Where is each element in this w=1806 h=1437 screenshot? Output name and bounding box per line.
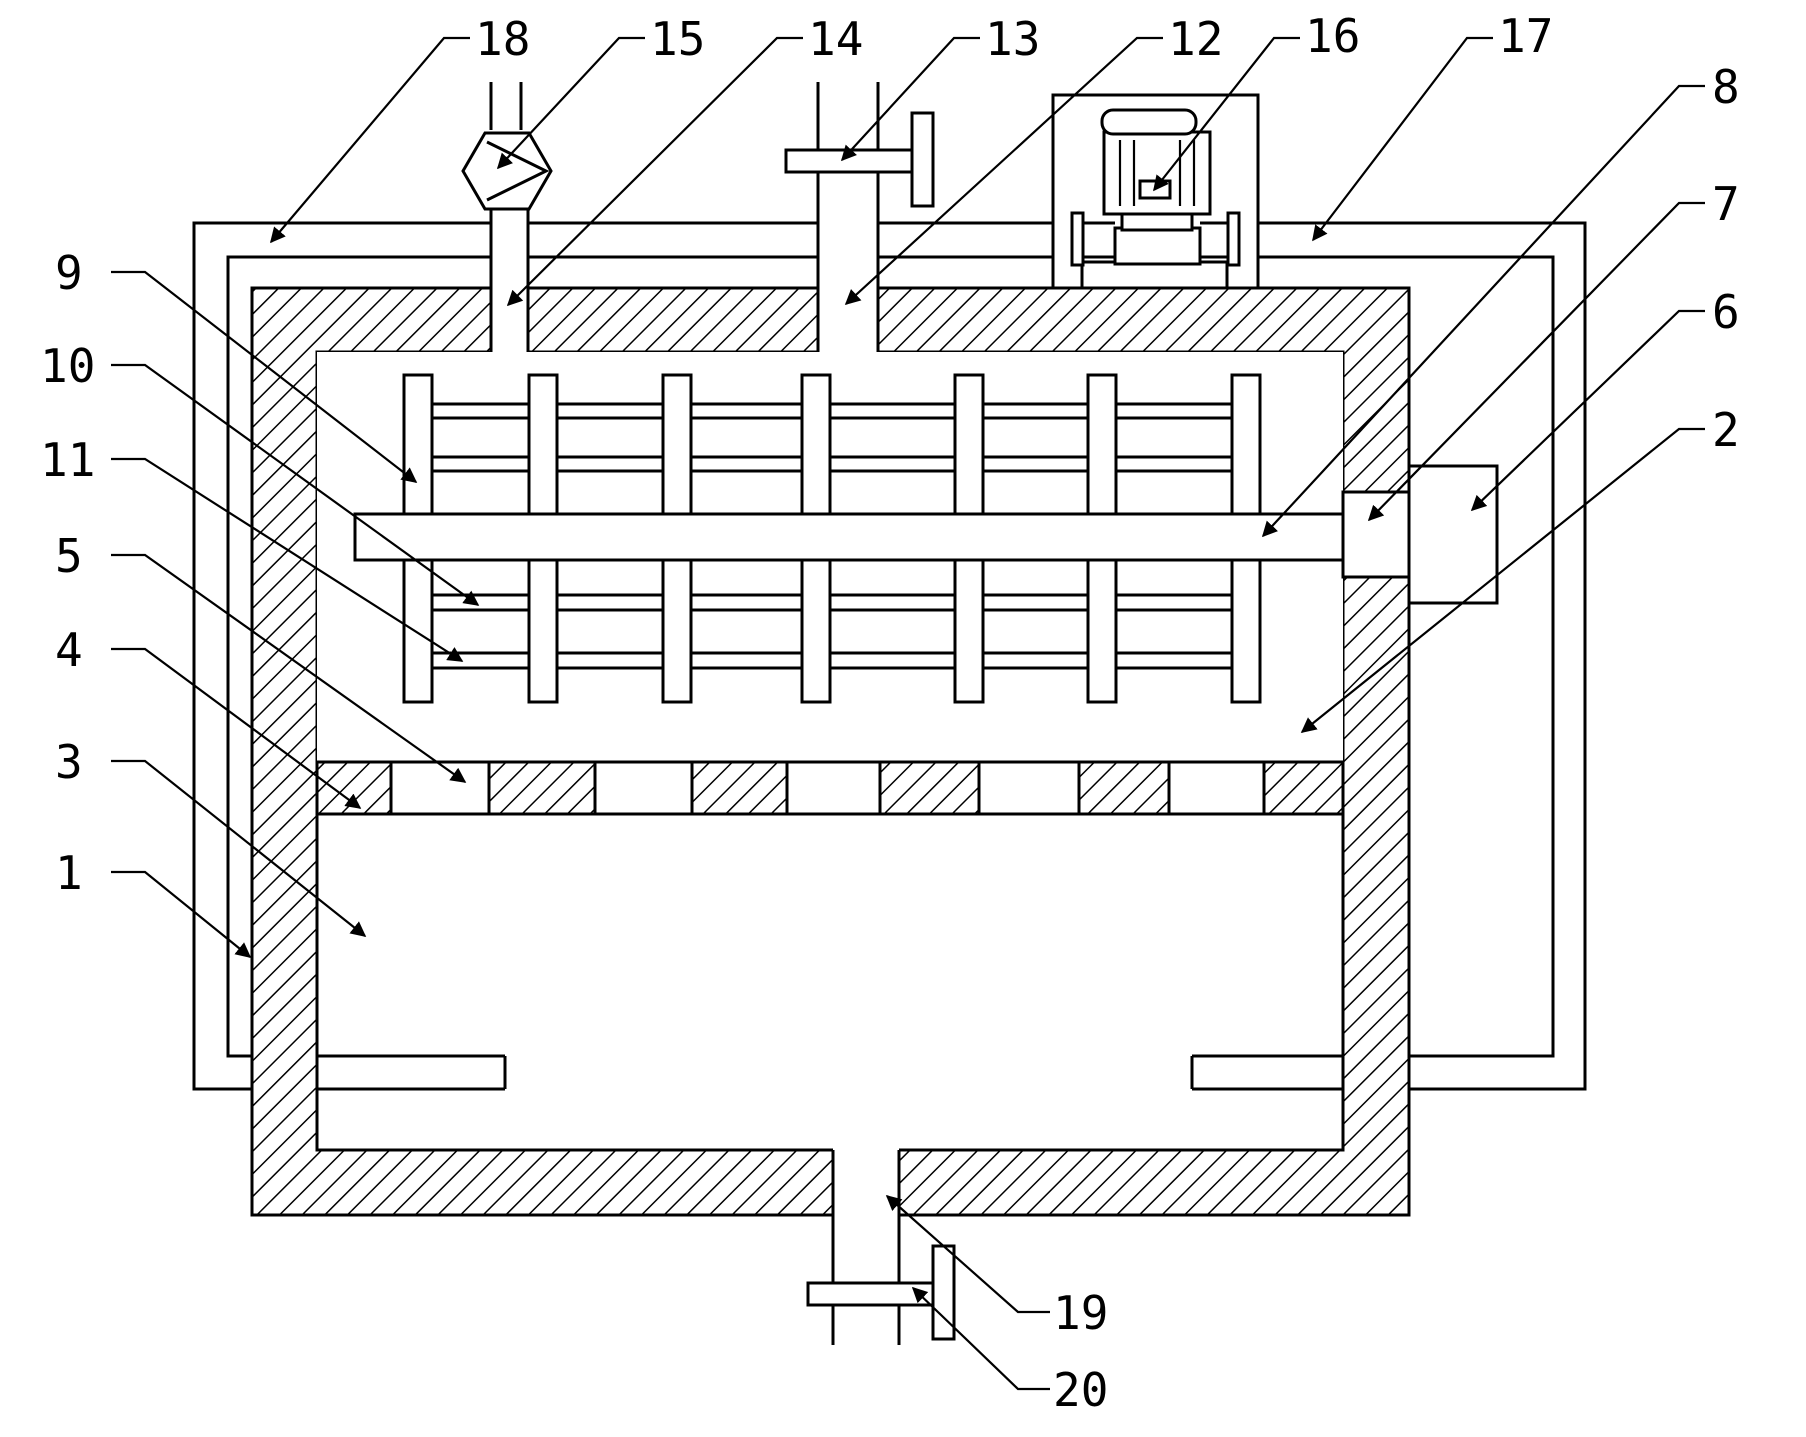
feed-valve-handle <box>910 111 935 208</box>
feed-pipe-12 <box>818 150 878 355</box>
partition-segment-5 <box>1077 760 1171 816</box>
pump-body <box>1113 226 1202 266</box>
label-9: 9 <box>55 246 83 300</box>
leader-18 <box>270 36 470 244</box>
inlet-pipe-14 <box>491 210 528 355</box>
label-8: 8 <box>1712 60 1740 114</box>
blade-lower-2 <box>527 558 559 704</box>
label-17: 17 <box>1498 9 1553 63</box>
jacket-pipe-outer-left <box>192 221 1075 1091</box>
partition-segment-1 <box>315 760 393 816</box>
pump-flange-right <box>1226 211 1241 267</box>
leader-8 <box>1261 84 1705 538</box>
leader-10 <box>111 363 480 606</box>
motor-body <box>1102 130 1212 216</box>
pump-symbol-arrow <box>486 140 550 202</box>
blade-lower-5 <box>953 558 985 704</box>
leader-20 <box>911 1286 1050 1391</box>
blade-upper-6 <box>1086 373 1118 516</box>
pump-base <box>1080 260 1229 290</box>
blade-lower-7 <box>1230 558 1262 704</box>
partition-segment-3 <box>690 760 789 816</box>
shaft-coupling <box>1341 490 1411 579</box>
label-19: 19 <box>1053 1286 1108 1340</box>
label-16: 16 <box>1305 9 1360 63</box>
pump-symbol-body <box>461 131 553 211</box>
leader-2 <box>1300 427 1705 733</box>
label-11: 11 <box>40 433 95 487</box>
label-12: 12 <box>1168 12 1223 66</box>
leader-3 <box>111 759 367 937</box>
motor-cap <box>1100 108 1198 136</box>
leader-6 <box>1470 309 1705 512</box>
side-motor <box>1407 464 1499 605</box>
blade-lower-3 <box>661 558 693 704</box>
leader-7 <box>1367 201 1705 522</box>
leader-4 <box>111 647 362 809</box>
label-14: 14 <box>808 12 863 66</box>
feed-valve-stem <box>784 148 918 174</box>
label-18: 18 <box>475 12 530 66</box>
partition-segment-6 <box>1262 760 1345 816</box>
leader-5 <box>111 553 467 783</box>
leader-11 <box>111 457 464 662</box>
blade-upper-1 <box>402 373 434 516</box>
blade-upper-3 <box>661 373 693 516</box>
label-1: 1 <box>55 846 83 900</box>
label-3: 3 <box>55 735 83 789</box>
leader-17 <box>1312 36 1493 242</box>
leader-15 <box>496 36 645 170</box>
label-20: 20 <box>1053 1363 1108 1417</box>
blade-upper-4 <box>800 373 832 516</box>
leader-16 <box>1153 36 1300 192</box>
label-10: 10 <box>40 339 95 393</box>
leader-9 <box>111 270 418 483</box>
partition-segment-2 <box>487 760 597 816</box>
leader-14 <box>506 36 803 307</box>
label-7: 7 <box>1712 177 1740 231</box>
leader-1 <box>111 870 252 958</box>
label-5: 5 <box>55 529 83 583</box>
jacket-pipe-inner-left <box>226 255 1075 1058</box>
pump-flange-left <box>1070 211 1085 267</box>
blade-lower-4 <box>800 558 832 704</box>
blade-lower-6 <box>1086 558 1118 704</box>
bottom-valve-stem <box>806 1281 936 1307</box>
label-6: 6 <box>1712 285 1740 339</box>
blade-upper-7 <box>1230 373 1262 516</box>
leader-13 <box>840 36 980 162</box>
leader-19 <box>885 1194 1050 1314</box>
label-15: 15 <box>650 12 705 66</box>
partition-plate <box>315 760 1345 816</box>
leader-lines <box>111 36 1705 1391</box>
bottom-outlet-pipe <box>833 1148 899 1218</box>
label-13: 13 <box>985 12 1040 66</box>
label-4: 4 <box>55 623 83 677</box>
blade-upper-2 <box>527 373 559 516</box>
label-2: 2 <box>1712 403 1740 457</box>
stirring-shaft <box>353 512 1345 562</box>
blade-upper-5 <box>953 373 985 516</box>
partition-segment-4 <box>878 760 981 816</box>
leader-12 <box>844 36 1163 306</box>
blade-lower-1 <box>402 558 434 704</box>
